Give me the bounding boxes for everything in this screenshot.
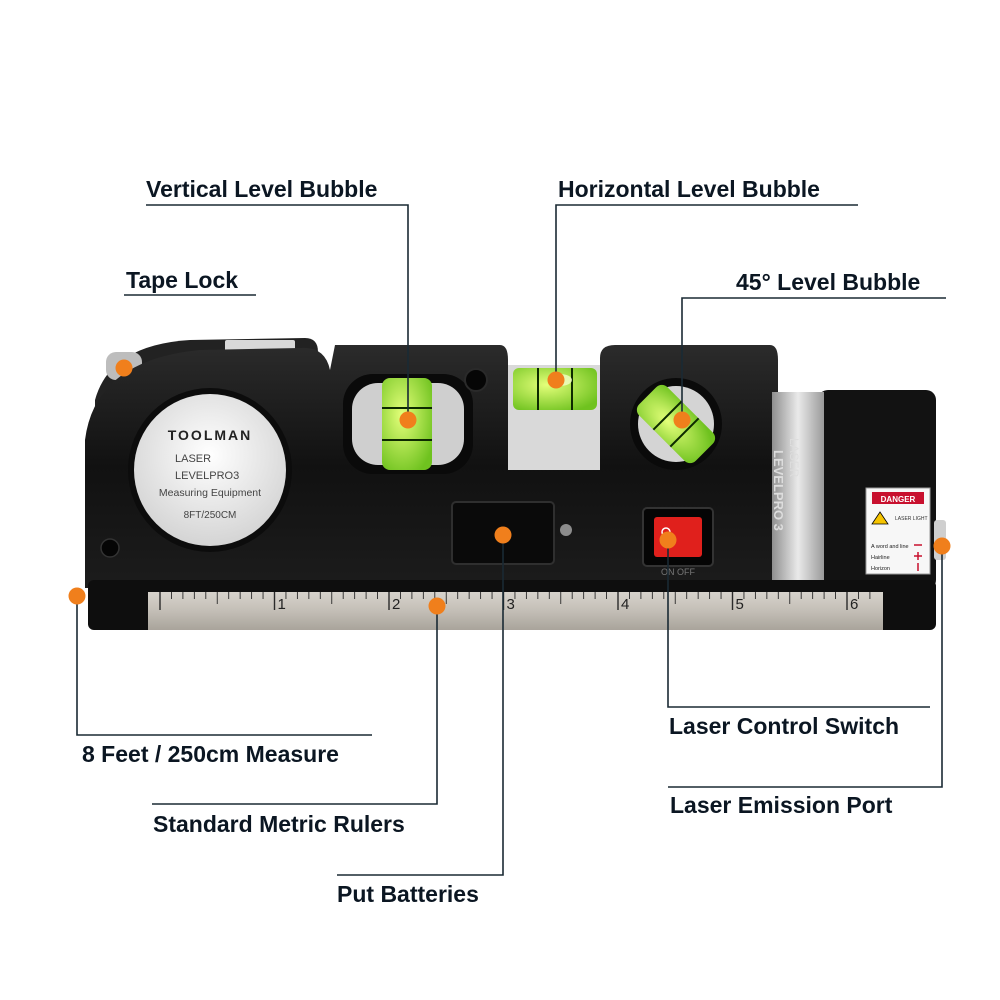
warning-text: LASER LIGHT: [895, 516, 928, 522]
device-text: TOOLMAN LASER LEVELPRO3 Measuring Equipm…: [159, 427, 928, 577]
side-label-2: LEVELPRO 3: [771, 450, 786, 531]
marker-batteries: [494, 526, 512, 544]
legend-3: Horizon: [871, 566, 890, 572]
brand-text: TOOLMAN: [168, 427, 253, 443]
ruler-ticks: [159, 592, 871, 610]
callout-measure: 8 Feet / 250cm Measure: [82, 741, 339, 767]
legend-2: Hairline: [871, 555, 890, 561]
ruler: 1 2 3 4 5 6: [148, 592, 883, 630]
brand-label-disc: [128, 388, 292, 552]
laser-switch: [642, 507, 714, 567]
side-label-1: LASER: [787, 438, 801, 478]
callout-tape-lock: Tape Lock: [126, 267, 239, 293]
leader-metric-rulers: [152, 606, 438, 805]
leader-batteries: [337, 535, 504, 876]
horizontal-bubble-vial: [513, 368, 597, 410]
marker-45-bubble: [673, 411, 691, 429]
label-line-4: 8FT/250CM: [184, 510, 237, 521]
markers: [68, 359, 951, 615]
leader-measure: [76, 596, 372, 736]
callout-emission-port: Laser Emission Port: [670, 792, 893, 818]
callout-metric-rulers: Standard Metric Rulers: [153, 811, 405, 837]
marker-emission-port: [933, 537, 951, 555]
marker-metric-rulers: [428, 597, 446, 615]
ruler-label: 5: [736, 596, 744, 613]
marker-measure: [68, 587, 86, 605]
marker-horizontal-bubble: [547, 371, 565, 389]
leader-laser-switch: [667, 540, 930, 708]
leader-45-bubble: [681, 297, 946, 420]
callout-batteries: Put Batteries: [337, 881, 479, 907]
leader-vertical-bubble: [146, 204, 409, 420]
legend-1: A word and line: [871, 544, 909, 550]
screw-icon: [464, 368, 488, 392]
label-line-2: LEVELPRO3: [175, 470, 239, 482]
leader-lines: [76, 204, 946, 876]
ruler-label: 4: [621, 596, 629, 613]
marker-vertical-bubble: [399, 411, 417, 429]
switch-text: ON OFF: [661, 567, 695, 577]
leader-horizontal-bubble: [555, 204, 858, 378]
leader-emission-port: [668, 546, 943, 788]
callout-horizontal-bubble: Horizontal Level Bubble: [558, 176, 820, 202]
callout-laser-switch: Laser Control Switch: [669, 713, 900, 739]
danger-sticker: [865, 487, 931, 575]
marker-tape-lock: [115, 359, 133, 377]
ruler-label: 6: [850, 596, 858, 613]
label-line-3: Measuring Equipment: [159, 487, 261, 499]
marker-laser-switch: [659, 531, 677, 549]
label-line-1: LASER: [175, 453, 211, 465]
ruler-label: 2: [392, 596, 400, 613]
danger-text: DANGER: [881, 495, 916, 504]
battery-cover: [451, 501, 572, 565]
ruler-label: 1: [278, 596, 286, 613]
ruler-label: 3: [507, 596, 515, 613]
battery-screw-icon: [560, 524, 572, 536]
callout-vertical-bubble: Vertical Level Bubble: [146, 176, 378, 202]
callout-45-bubble: 45° Level Bubble: [736, 269, 921, 295]
tape-blade: [772, 392, 824, 588]
